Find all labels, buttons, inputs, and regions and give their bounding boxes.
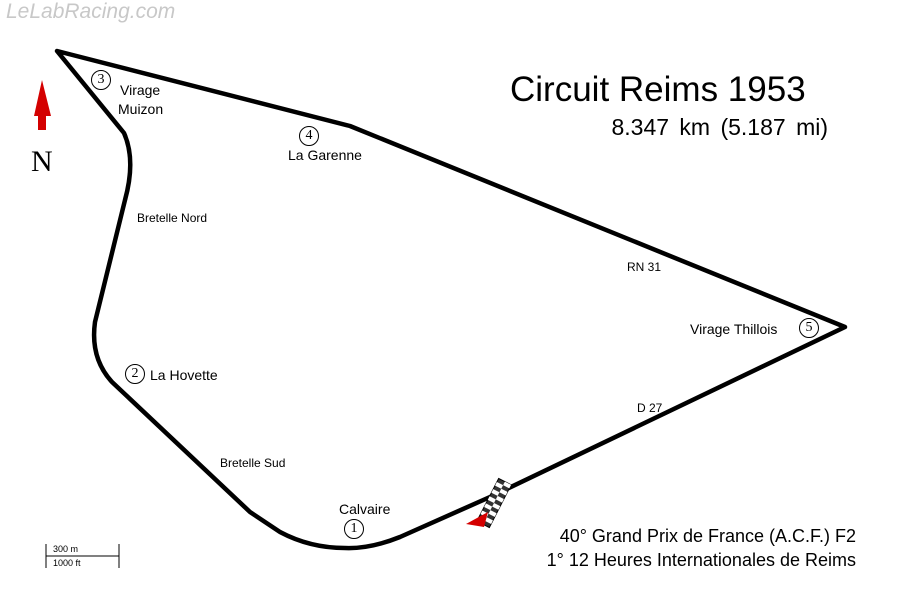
- race-direction-arrow: [466, 512, 488, 527]
- corner-3-label-line1: Virage: [120, 82, 161, 98]
- corner-3-label-line2: Muizon: [118, 101, 164, 117]
- corner-1-number: 1: [344, 519, 364, 539]
- road-label-bretelle-nord: Bretelle Nord: [137, 211, 208, 225]
- corner-4-number: 4: [299, 126, 319, 146]
- watermark: LeLabRacing.com: [6, 0, 176, 23]
- corner-1-label: Calvaire: [339, 501, 391, 517]
- north-label: N: [31, 145, 53, 178]
- event-line-1: 40° Grand Prix de France (A.C.F.) F2: [559, 526, 856, 546]
- scale-bar: [45, 544, 120, 568]
- corner-2-label: La Hovette: [150, 367, 218, 383]
- corner-2-number: 2: [125, 364, 145, 384]
- scale-metric-label: 300 m: [53, 544, 79, 554]
- circuit-title: Circuit Reims 1953: [510, 70, 806, 109]
- corner-3-number: 3: [91, 70, 111, 90]
- circuit-length: 8.347 km (5.187 mi): [611, 114, 828, 140]
- road-label-rn31: RN 31: [627, 260, 662, 274]
- scale-imperial-label: 1000 ft: [53, 558, 81, 568]
- road-label-d27: D 27: [637, 401, 663, 415]
- north-arrow-icon: [34, 80, 51, 130]
- corner-5-number: 5: [799, 318, 819, 338]
- track-outline: [54, 48, 848, 551]
- corner-4-label: La Garenne: [288, 147, 362, 163]
- event-line-2: 1° 12 Heures Internationales de Reims: [546, 550, 856, 570]
- corner-5-label: Virage Thillois: [690, 321, 778, 337]
- road-label-bretelle-sud: Bretelle Sud: [220, 456, 286, 470]
